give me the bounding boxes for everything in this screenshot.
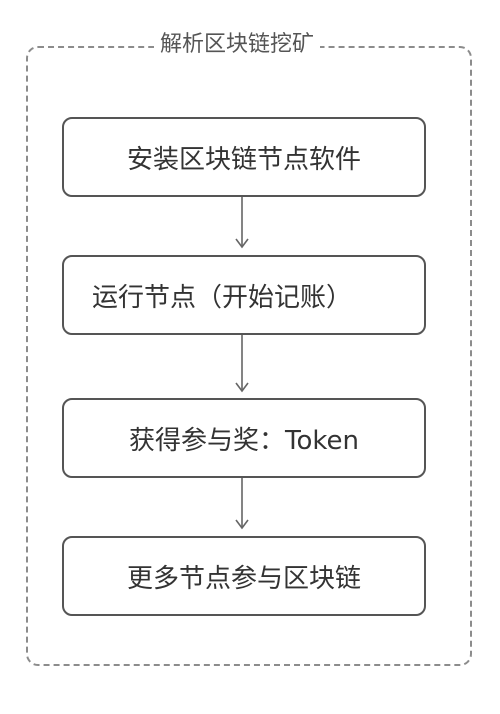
down-arrow-icon xyxy=(234,335,250,395)
step-box-get-reward: 获得参与奖：Token xyxy=(62,398,426,478)
step-label: 获得参与奖：Token xyxy=(129,425,359,456)
step-box-install-node: 安装区块链节点软件 xyxy=(62,117,426,197)
down-arrow-icon xyxy=(234,478,250,534)
step-label: 运行节点（开始记账） xyxy=(92,282,353,313)
step-box-more-nodes: 更多节点参与区块链 xyxy=(62,536,426,616)
step-label: 安装区块链节点软件 xyxy=(126,144,361,175)
diagram-title: 解析区块链挖矿 xyxy=(154,30,321,60)
step-box-run-node: 运行节点（开始记账） xyxy=(62,255,426,335)
down-arrow-icon xyxy=(234,197,250,253)
step-label: 更多节点参与区块链 xyxy=(126,563,361,594)
